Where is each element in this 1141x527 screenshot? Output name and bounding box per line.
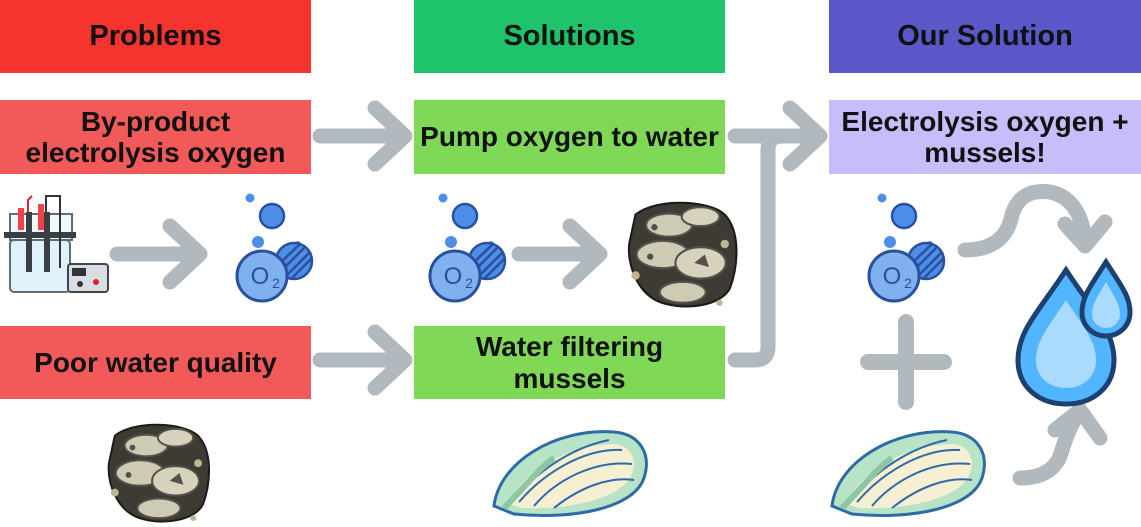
arrow-byproduct-to-pump bbox=[312, 100, 413, 172]
plus-icon bbox=[860, 314, 952, 410]
o2-molecule-icon bbox=[235, 192, 314, 303]
o2-molecule-icon bbox=[867, 192, 946, 303]
header-problems: Problems bbox=[0, 0, 311, 73]
box-poor-water-quality: Poor water quality bbox=[0, 326, 311, 399]
arrow-filtering-to-our-solution bbox=[727, 128, 823, 368]
arrow-o2-to-water bbox=[957, 184, 1113, 258]
water-drops-icon bbox=[1015, 257, 1133, 407]
header-our-solution: Our Solution bbox=[829, 0, 1141, 73]
mussel-shell-icon bbox=[832, 432, 984, 516]
box-byproduct-oxygen: By-product electrolysis oxygen bbox=[0, 100, 311, 174]
arrow-poor-water-to-filtering bbox=[312, 324, 413, 396]
box-electrolysis-mussels: Electrolysis oxygen + mussels! bbox=[829, 100, 1141, 174]
arrow-o2-to-mussels bbox=[511, 218, 608, 290]
mussel-shell-icon bbox=[494, 432, 646, 516]
mussel-cluster-icon bbox=[627, 201, 738, 308]
arrow-mussel-to-water bbox=[1012, 402, 1108, 486]
o2-molecule-icon bbox=[428, 192, 507, 303]
electrolysis-apparatus-icon bbox=[4, 195, 109, 293]
mussel-cluster-icon bbox=[107, 423, 211, 523]
header-solutions: Solutions bbox=[414, 0, 725, 73]
box-pump-oxygen: Pump oxygen to water bbox=[414, 100, 725, 174]
arrow-electrolysis-to-o2 bbox=[109, 218, 208, 290]
box-water-filtering-mussels: Water filtering mussels bbox=[414, 326, 725, 399]
